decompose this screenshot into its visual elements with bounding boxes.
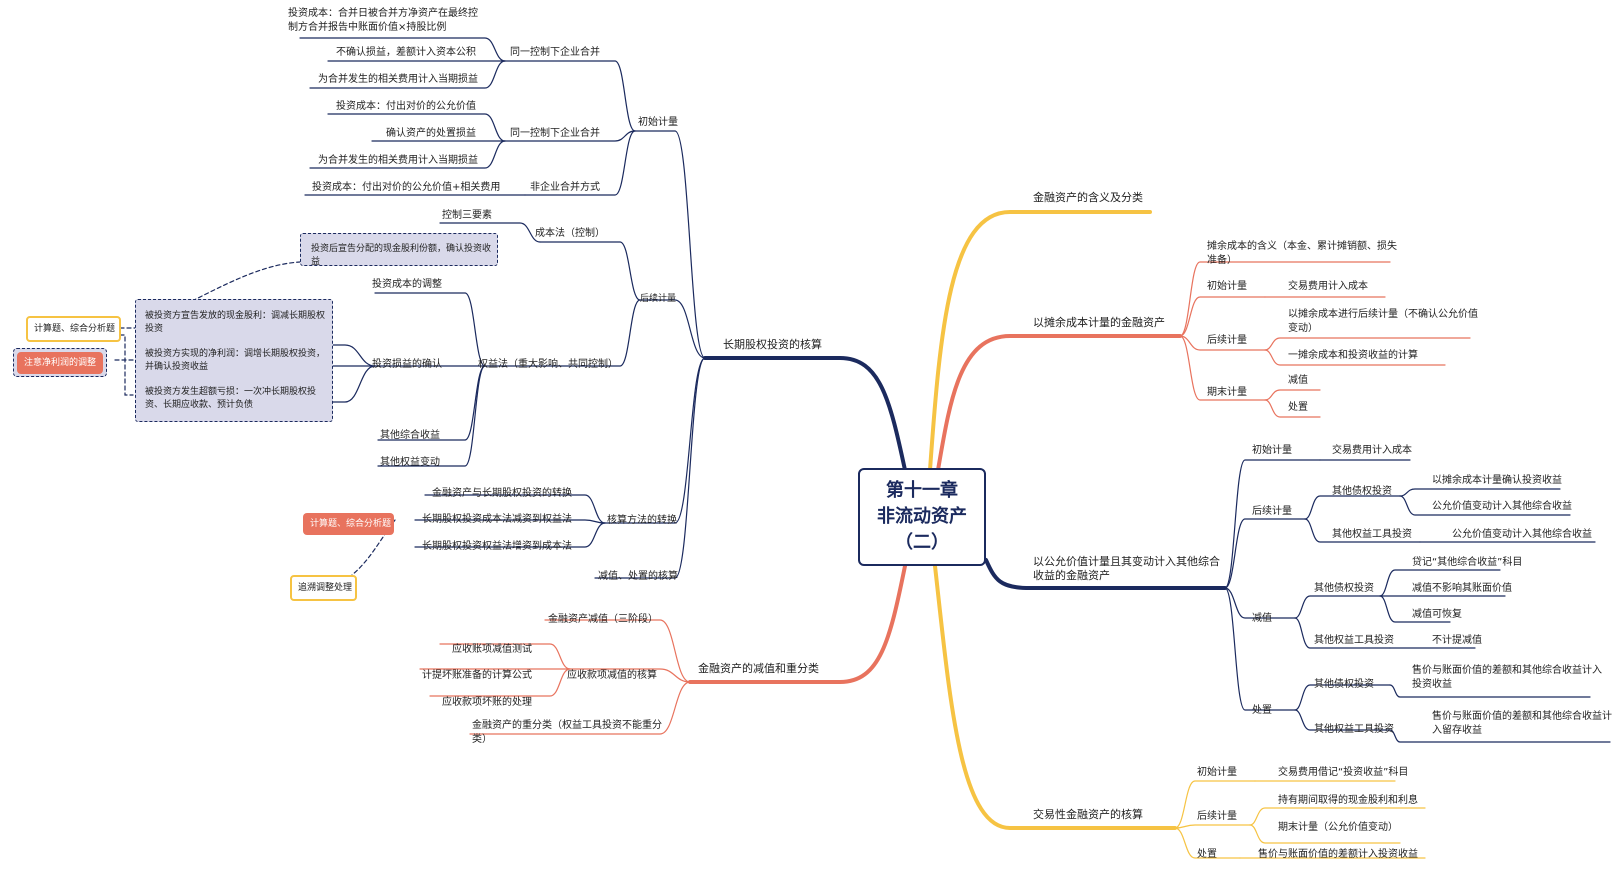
node-equity-other[interactable]: 其他权益变动 [380,457,440,468]
node-fa-stage[interactable]: 金融资产减值（三阶段） [548,614,658,625]
link-root-meaning [928,210,1152,472]
node-same2-item3[interactable]: 为合并发生的相关费用计入当期损益 [318,155,478,166]
node-fa-impair[interactable]: 金融资产的减值和重分类 [698,662,819,675]
node-fvoci-sub-equity[interactable]: 其他权益工具投资 [1332,529,1412,540]
link-root-ltei [703,356,907,472]
node-same1-item3[interactable]: 为合并发生的相关费用计入当期损益 [318,74,478,85]
node-conversion-item3[interactable]: 长期股权投资权益法增资到成本法 [422,541,572,552]
node-fvoci-impair-equity[interactable]: 其他权益工具投资 [1314,635,1394,646]
node-fvoci-impair[interactable]: 减值 [1252,613,1272,624]
node-same2-item2[interactable]: 确认资产的处置损益 [386,128,476,139]
node-trading-initial[interactable]: 初始计量 [1197,767,1237,778]
node-fvoci-disposal-debt-item[interactable]: 售价与账面价值的差额和其他综合收益计入投资收益 [1412,665,1602,690]
root-line3: （二） [895,532,949,553]
node-amortized-initial-item[interactable]: 交易费用计入成本 [1288,281,1368,292]
node-income-note1[interactable]: 被投资方宣告发放的现金股利：调减长期股权投资 [145,311,326,334]
node-same1-item2[interactable]: 不确认损益，差额计入资本公积 [336,47,476,58]
node-ltei[interactable]: 长期股权投资的核算 [723,338,822,351]
node-amortized-impair[interactable]: 减值 [1288,375,1308,386]
node-equity-oci[interactable]: 其他综合收益 [380,430,440,441]
node-same1[interactable]: 同一控制下企业合并 [510,47,600,58]
node-amortized-sub-item2[interactable]: 一摊余成本和投资收益的计算 [1288,350,1418,361]
node-fvoci-disposal[interactable]: 处置 [1252,705,1272,716]
node-amortized-sub-item1[interactable]: 以摊余成本进行后续计量（不确认公允价值变动） [1288,309,1478,334]
node-trading-subsequent[interactable]: 后续计量 [1197,811,1237,822]
node-fa-meaning[interactable]: 金融资产的含义及分类 [1033,191,1143,204]
node-ltei-initial[interactable]: 初始计量 [638,117,678,128]
node-cost-method[interactable]: 成本法（控制） [535,228,605,239]
node-equity-income[interactable]: 投资损益的确认 [372,359,442,370]
node-fvoci-initial[interactable]: 初始计量 [1252,445,1292,456]
node-cost-item1[interactable]: 控制三要素 [442,210,492,221]
root-line1: 第十一章 [886,480,958,501]
node-reclass[interactable]: 金融资产的重分类（权益工具投资不能重分类） [472,720,662,745]
node-same1-item1[interactable]: 投资成本：合并日被合并方净资产在最终控制方合并报告中账面价值×持股比例 [288,8,478,33]
node-fvoci-disposal-equity[interactable]: 其他权益工具投资 [1314,724,1394,735]
link-root-trading [933,564,1177,830]
node-amortized-subsequent[interactable]: 后续计量 [1207,335,1247,346]
node-amortized-initial[interactable]: 初始计量 [1207,281,1247,292]
node-conversion-item1[interactable]: 金融资产与长期股权投资的转换 [432,488,572,499]
node-fvoci-impair-debt-item2[interactable]: 减值不影响其账面价值 [1412,583,1512,594]
node-trading-disposal-item[interactable]: 售价与账面价值的差额计入投资收益 [1258,849,1418,860]
node-trading-disposal[interactable]: 处置 [1197,849,1217,860]
node-conversion[interactable]: 核算方法的转换 [607,515,677,526]
node-fvoci-impair-debt-item1[interactable]: 贷记“其他综合收益”科目 [1412,557,1523,568]
node-recv-item3[interactable]: 应收款项坏账的处理 [442,697,532,708]
node-fvoci-sub-debt-item2[interactable]: 公允价值变动计入其他综合收益 [1432,501,1572,512]
node-fvoci-impair-debt[interactable]: 其他债权投资 [1314,583,1374,594]
node-amortized-disposal[interactable]: 处置 [1288,402,1308,413]
node-amortized-period-end[interactable]: 期末计量 [1207,387,1247,398]
equity-income-note-box [135,299,333,422]
link-root-amortized [936,334,1182,472]
node-fvoci-impair-debt-item3[interactable]: 减值可恢复 [1412,609,1462,620]
root-line2: 非流动资产 [877,506,967,527]
node-recv-item1[interactable]: 应收账项减值测试 [452,644,532,655]
tag-retro[interactable]: 追溯调整处理 [290,575,357,601]
node-trading[interactable]: 交易性金融资产的核算 [1033,808,1143,821]
node-equity-method[interactable]: 权益法（重大影响、共同控制） [478,359,618,370]
link-root-fvoci [984,558,1227,590]
node-nonmerge-item[interactable]: 投资成本：付出对价的公允价值+相关费用 [312,182,501,193]
node-amortized[interactable]: 以摊余成本计量的金融资产 [1033,316,1165,329]
node-recv-item2[interactable]: 计提坏账准备的计算公式 [422,670,532,681]
node-equity-adjust[interactable]: 投资成本的调整 [372,279,442,290]
node-recv[interactable]: 应收款项减值的核算 [567,670,657,681]
node-fvoci-sub-debt[interactable]: 其他债权投资 [1332,486,1392,497]
node-nonmerge[interactable]: 非企业合并方式 [530,182,600,193]
node-fvoci-disposal-equity-item[interactable]: 售价与账面价值的差额和其他综合收益计入留存收益 [1432,711,1612,736]
cost-note-box [300,233,498,266]
tag-calc-1[interactable]: 计算题、综合分析题 [26,316,121,342]
tag-calc-2[interactable]: 计算题、综合分析题 [303,513,394,535]
node-cost-item2[interactable]: 投资后宣告分配的现金股利份额，确认投资收益 [311,244,492,267]
node-fvoci-sub-equity-item[interactable]: 公允价值变动计入其他综合收益 [1452,529,1592,540]
node-fvoci-impair-equity-item[interactable]: 不计提减值 [1432,635,1482,646]
node-fvoci-initial-item[interactable]: 交易费用计入成本 [1332,445,1412,456]
node-conversion-item2[interactable]: 长期股权投资成本法减资到权益法 [422,514,572,525]
tag-profit[interactable]: 注意净利润的调整 [17,352,103,374]
node-income-note3[interactable]: 被投资方发生超额亏损：一次冲长期股权投资、长期应收款、预计负债 [145,387,317,410]
link-root-faimpair [688,564,907,684]
node-income-note2[interactable]: 被投资方实现的净利润：调增长期股权投资，并确认投资收益 [145,349,326,372]
node-ltei-impair[interactable]: 减值、处置的核算 [598,571,678,582]
node-same2[interactable]: 同一控制下企业合并 [510,128,600,139]
node-trading-sub-item1[interactable]: 持有期间取得的现金股利和利息 [1278,795,1418,806]
node-fvoci-subsequent[interactable]: 后续计量 [1252,506,1292,517]
node-amortized-meaning[interactable]: 摊余成本的含义（本金、累计摊销额、损失准备） [1207,241,1397,266]
node-fvoci[interactable]: 以公允价值计量且其变动计入其他综合收益的金融资产 [1033,555,1220,582]
root-node[interactable]: 第十一章 非流动资产 （二） [858,468,986,566]
node-ltei-subsequent[interactable]: 后续计量 [640,294,677,304]
node-fvoci-disposal-debt[interactable]: 其他债权投资 [1314,679,1374,690]
node-same2-item1[interactable]: 投资成本：付出对价的公允价值 [336,101,476,112]
node-trading-sub-item2[interactable]: 期末计量（公允价值变动） [1278,822,1398,833]
node-fvoci-sub-debt-item1[interactable]: 以摊余成本计量确认投资收益 [1432,475,1562,486]
node-trading-initial-item[interactable]: 交易费用借记“投资收益”科目 [1278,767,1409,778]
